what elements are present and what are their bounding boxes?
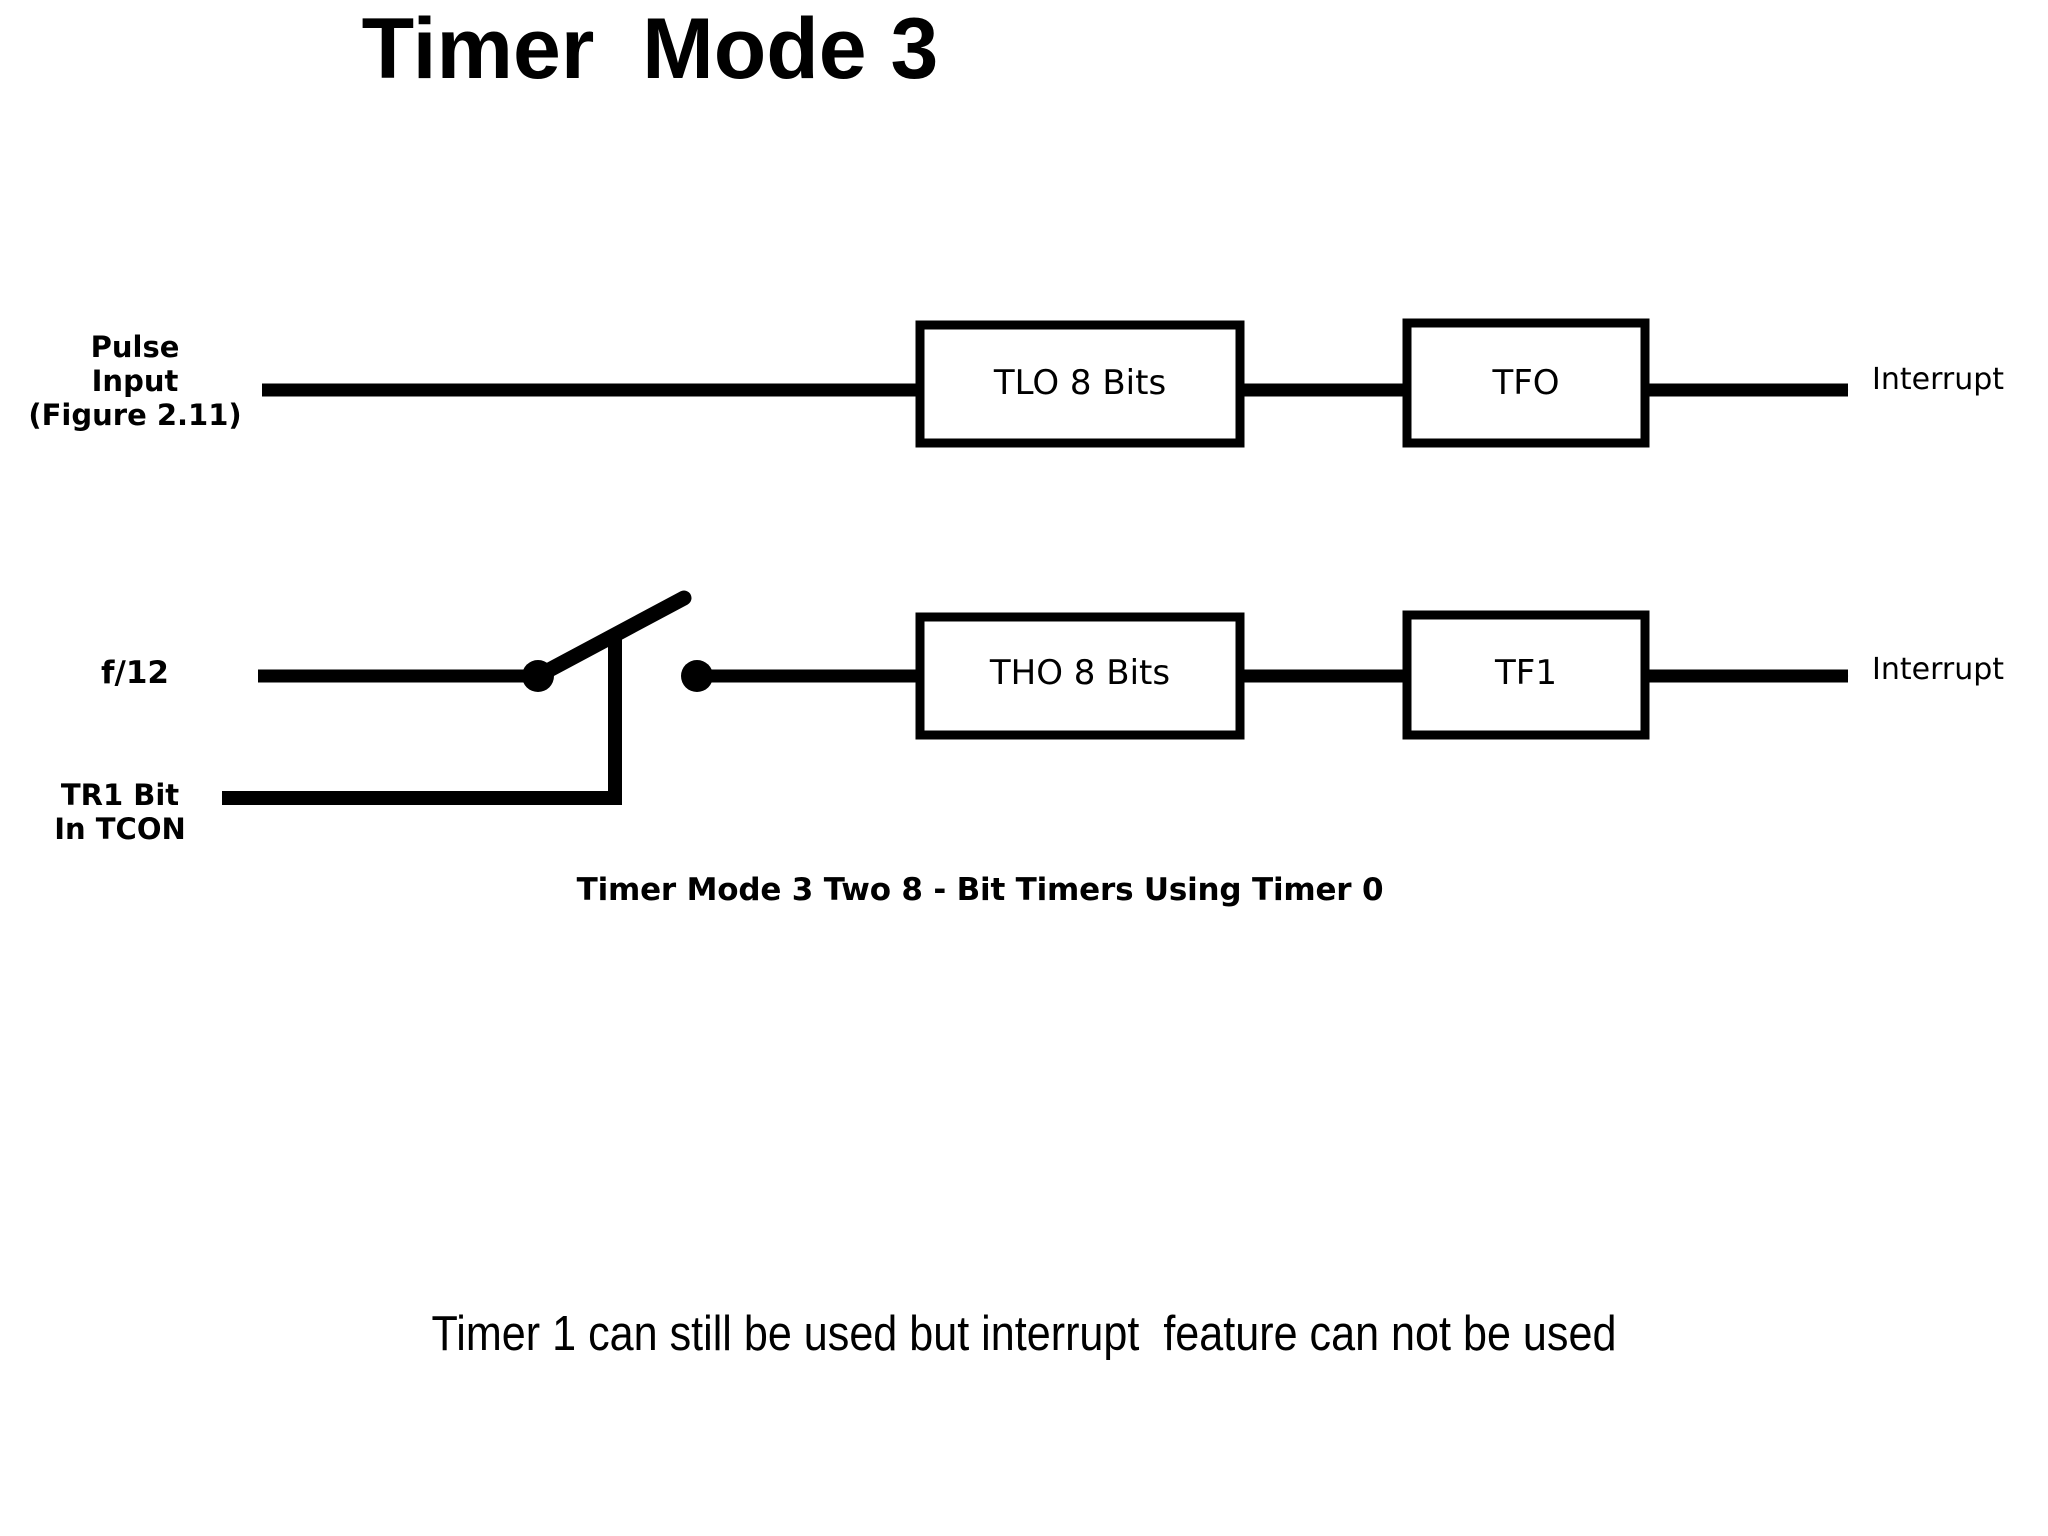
diagram-caption: Timer Mode 3 Two 8 - Bit Timers Using Ti… <box>576 872 1384 908</box>
flag-box-tf1-label: TF1 <box>1495 653 1557 693</box>
bottom-note: Timer 1 can still be used but interrupt … <box>431 1307 1617 1361</box>
counter-box-tl0 <box>915 320 1245 448</box>
counter-box-th0-label: THO 8 Bits <box>989 653 1171 693</box>
tr1-control-wire <box>222 636 622 805</box>
label-tr1-bit-in-tcon: TR1 Bit In TCON <box>54 778 186 847</box>
label-f12: f/12 <box>101 655 169 691</box>
flag-box-tf0-label: TFO <box>1492 363 1560 403</box>
label-interrupt-timer0-high: Interrupt <box>1872 652 2005 687</box>
label-pulse-input: Pulse Input (Figure 2.11) <box>28 330 242 433</box>
label-interrupt-timer0-low: Interrupt <box>1872 362 2005 397</box>
flag-box-tf0 <box>1402 318 1650 448</box>
page-title: Timer Mode 3 <box>361 1 939 97</box>
counter-box-tl0-label: TLO 8 Bits <box>993 363 1167 403</box>
